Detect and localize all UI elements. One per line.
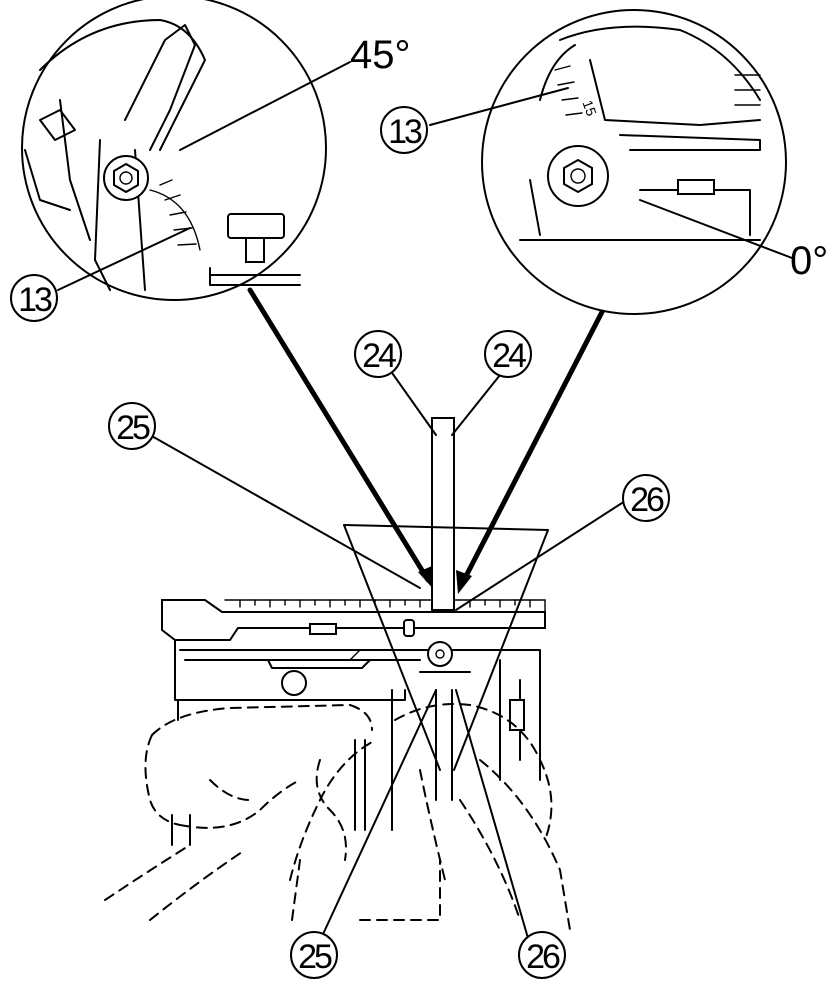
operator-hand	[104, 703, 571, 931]
callout-24-left: 24	[354, 330, 402, 378]
callout-24-right: 24	[484, 330, 532, 378]
saw-blade	[431, 417, 455, 801]
angle-0-label: 0°	[790, 239, 828, 283]
callout-25-top-label: 25	[116, 409, 150, 447]
callout-25-top: 25	[108, 402, 156, 450]
callout-24-left-label: 24	[362, 337, 396, 375]
callout-13-right-label: 13	[388, 113, 422, 151]
callout-25-bottom: 25	[290, 931, 338, 979]
leader-lines	[57, 61, 793, 946]
detail-circle-45	[21, 0, 327, 301]
callout-26-top-label: 26	[630, 481, 664, 519]
callout-25-bottom-label: 25	[298, 938, 332, 976]
detail-circle-0: 15	[481, 9, 787, 315]
pointer-arrows	[247, 287, 605, 594]
scale-mark: 15	[579, 98, 599, 118]
callout-26-bottom-label: 26	[526, 938, 560, 976]
callout-13-left: 13	[10, 274, 58, 322]
callout-26-bottom: 26	[518, 931, 566, 979]
tool-base	[161, 599, 546, 831]
try-square	[343, 524, 549, 771]
callout-13-right: 13	[380, 106, 428, 154]
callout-26-top: 26	[622, 474, 670, 522]
callout-13-left-label: 13	[18, 281, 52, 319]
callout-24-right-label: 24	[492, 337, 526, 375]
angle-45-label: 45°	[350, 33, 411, 77]
